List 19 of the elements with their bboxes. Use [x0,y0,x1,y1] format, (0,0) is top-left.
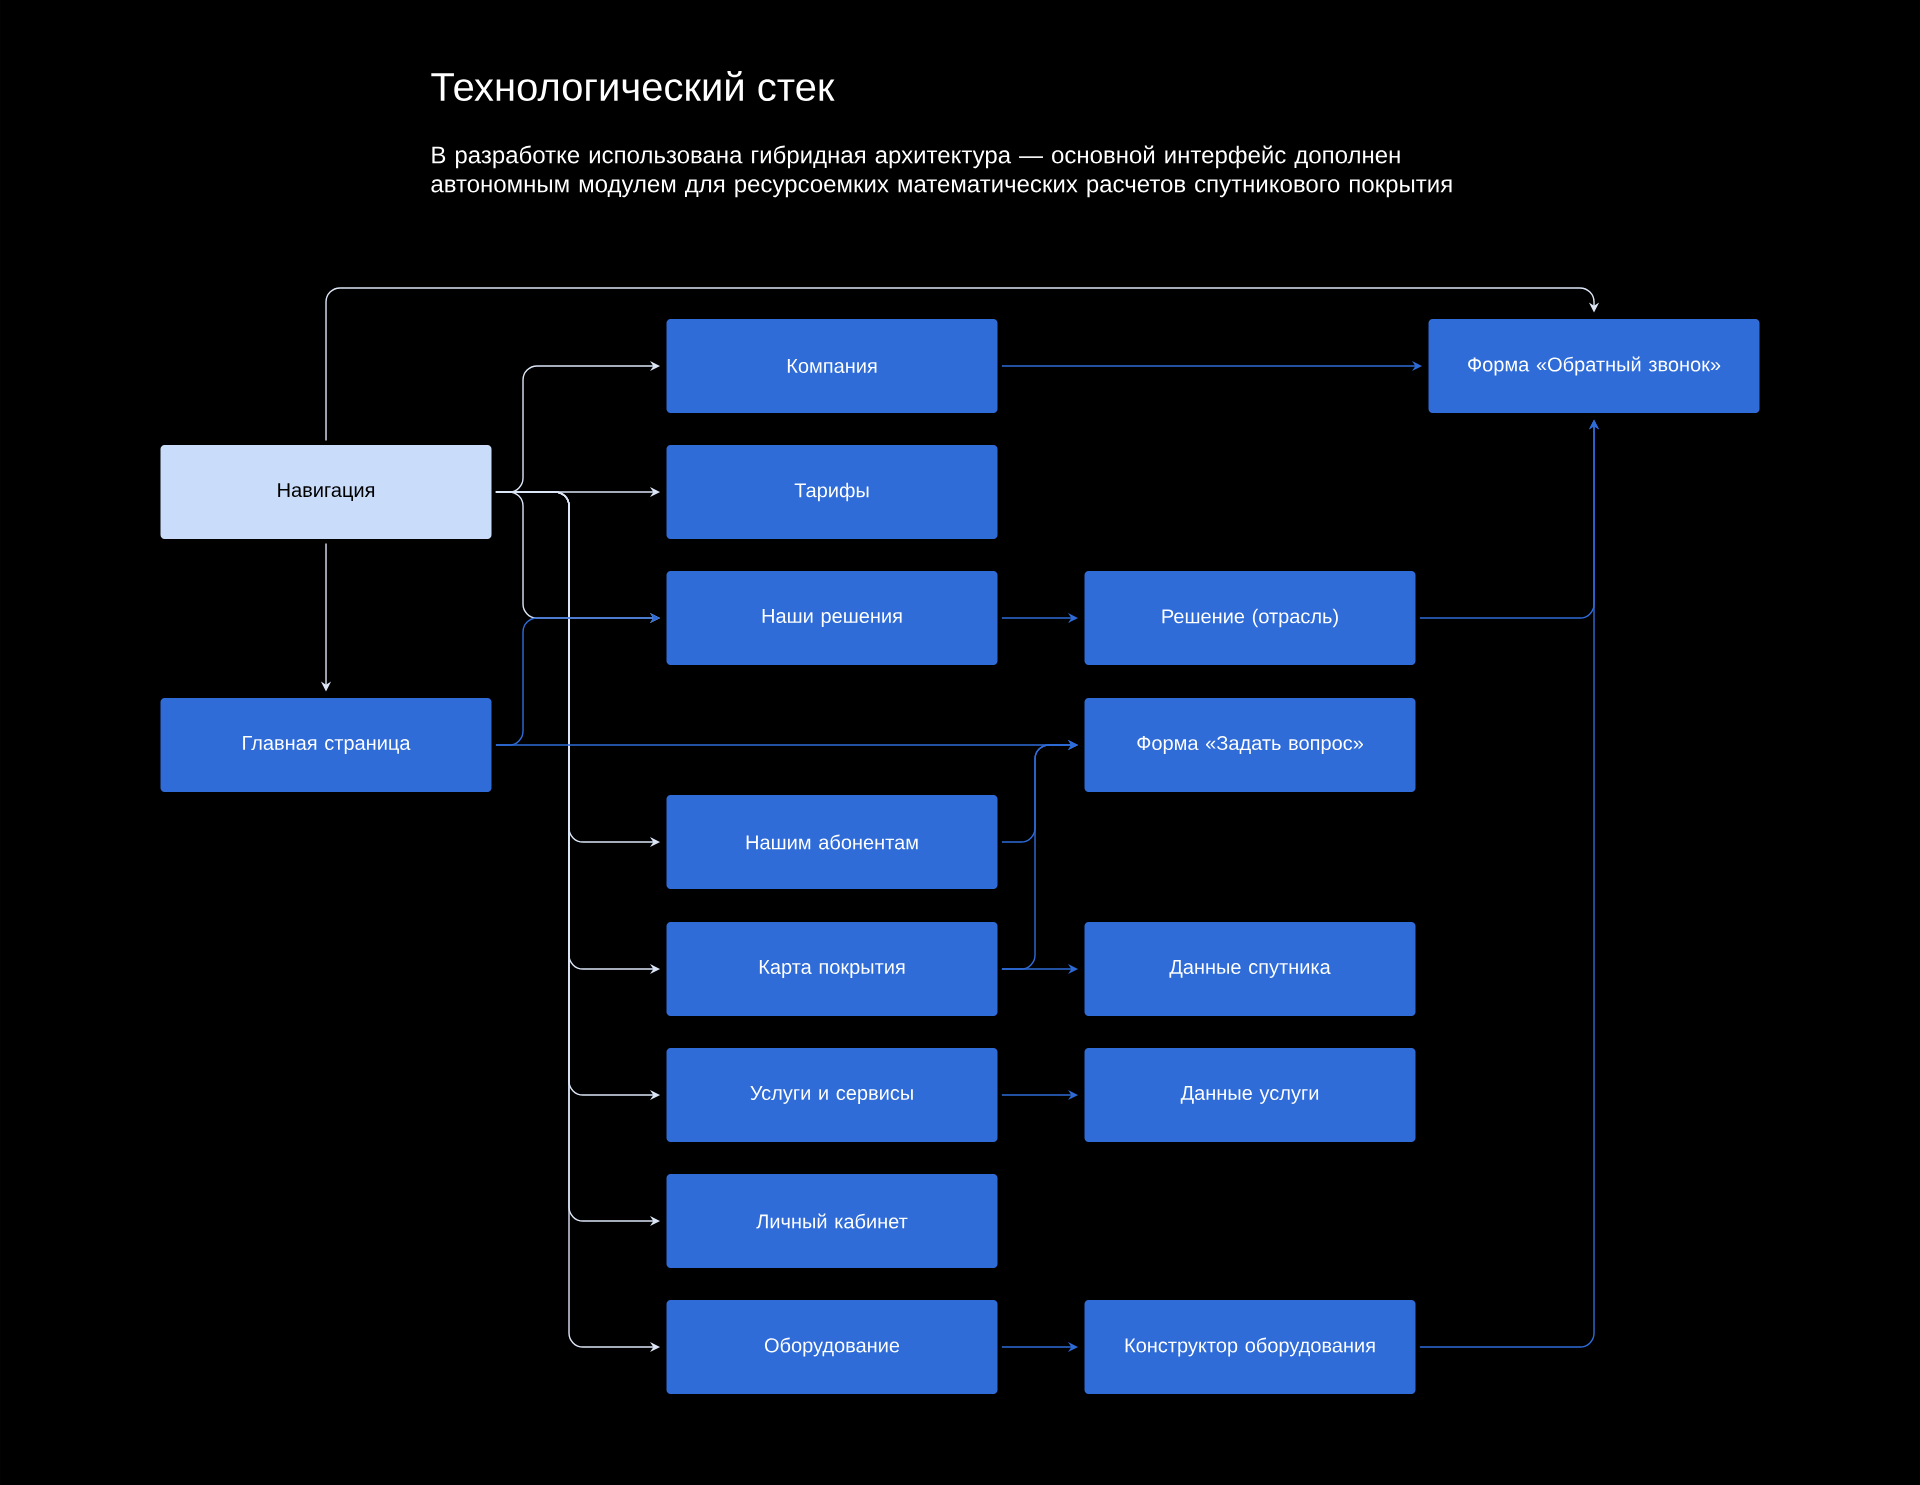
page-box: Личный кабинет [666,1174,998,1268]
arrow [325,287,1600,442]
page-box: Данные спутника [1084,922,1416,1016]
page-box: Конструктор оборудования [1084,1300,1416,1394]
page-box: Форма «Задать вопрос» [1084,698,1416,792]
page-box: Компания [666,319,998,413]
title: Технологический стек [431,71,835,102]
description: В разработке использована гибридная архитектура — основной интерфейс дополнен автономным модулем для ресурсоемких математических расчетов спутникового покрытия [431,145,1452,198]
navigation-box: Навигация [160,445,492,539]
page-box: Решение (отрасль) [1084,571,1416,665]
page-box: Оборудование [666,1300,998,1394]
page-box: Нашим абонентам [666,795,998,889]
page-box: Данные услуги [1084,1048,1416,1142]
page-box: Форма «Обратный звонок» [1428,319,1760,413]
page-box: Услуги и сервисы [666,1048,998,1142]
page-box: Наши решения [666,571,998,665]
page-box: Карта покрытия [666,922,998,1016]
page-box: Главная страница [160,698,492,792]
page-box: Тарифы [666,445,998,539]
